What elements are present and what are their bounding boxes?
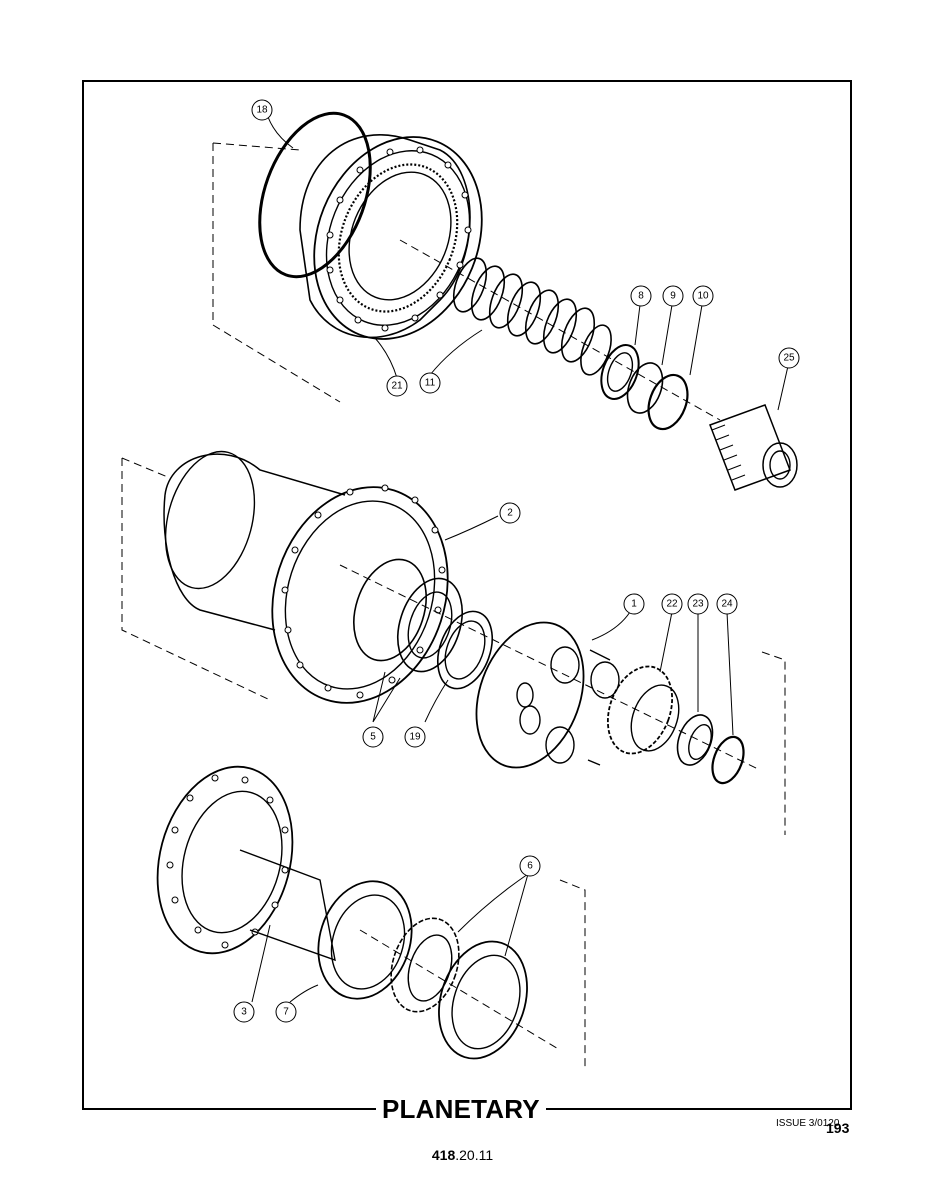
hub-assembly [121, 450, 761, 771]
callout-25: 25 [783, 353, 795, 364]
sun-gear-shaft [709, 404, 798, 491]
spindle-flange [156, 765, 294, 955]
callout-3: 3 [241, 1007, 247, 1018]
circlip [647, 373, 689, 431]
callout-6: 6 [527, 861, 533, 872]
bearing-cone [390, 917, 460, 1013]
callout-24: 24 [721, 599, 733, 610]
bearing-cup [438, 940, 528, 1060]
callout-2: 2 [507, 508, 513, 519]
callout-7: 7 [283, 1007, 289, 1018]
bearing-race [353, 558, 427, 662]
callout-21: 21 [391, 381, 403, 392]
o-ring [258, 111, 372, 279]
seal [317, 880, 413, 1000]
doc-ref-bold: 418 [431, 1147, 456, 1163]
hub-flange [271, 486, 449, 704]
callout-23: 23 [692, 599, 704, 610]
friction-plates [452, 257, 612, 376]
callout-1: 1 [631, 599, 637, 610]
doc-ref-rest: .20.11 [455, 1147, 494, 1163]
callout-19: 19 [409, 732, 421, 743]
document-reference: 418.20.11 [0, 1147, 925, 1163]
page-title: PLANETARY [376, 1094, 546, 1125]
callout-labels: 18 21 11 8 9 10 25 2 1 22 23 24 5 19 6 3… [241, 105, 795, 1018]
ring-gear-assembly [212, 111, 721, 421]
callout-8: 8 [638, 291, 644, 302]
callout-22: 22 [666, 599, 678, 610]
ring-gear [313, 136, 483, 340]
callout-9: 9 [670, 291, 676, 302]
planet-gear [606, 665, 674, 755]
planet-carrier [475, 621, 620, 769]
callout-18: 18 [256, 105, 268, 116]
callout-5: 5 [370, 732, 376, 743]
callout-circles [233, 99, 800, 1023]
thrust-washer [437, 610, 493, 690]
callout-10: 10 [697, 291, 709, 302]
page-number: 193 [826, 1120, 850, 1136]
leader-lines [251, 116, 789, 1003]
circlip [711, 735, 745, 785]
thrust-bearing [600, 344, 640, 400]
issue-label: ISSUE 3/0120 [776, 1118, 840, 1129]
retainer [626, 362, 664, 414]
callout-11: 11 [425, 378, 436, 389]
spindle-assembly [156, 765, 586, 1070]
